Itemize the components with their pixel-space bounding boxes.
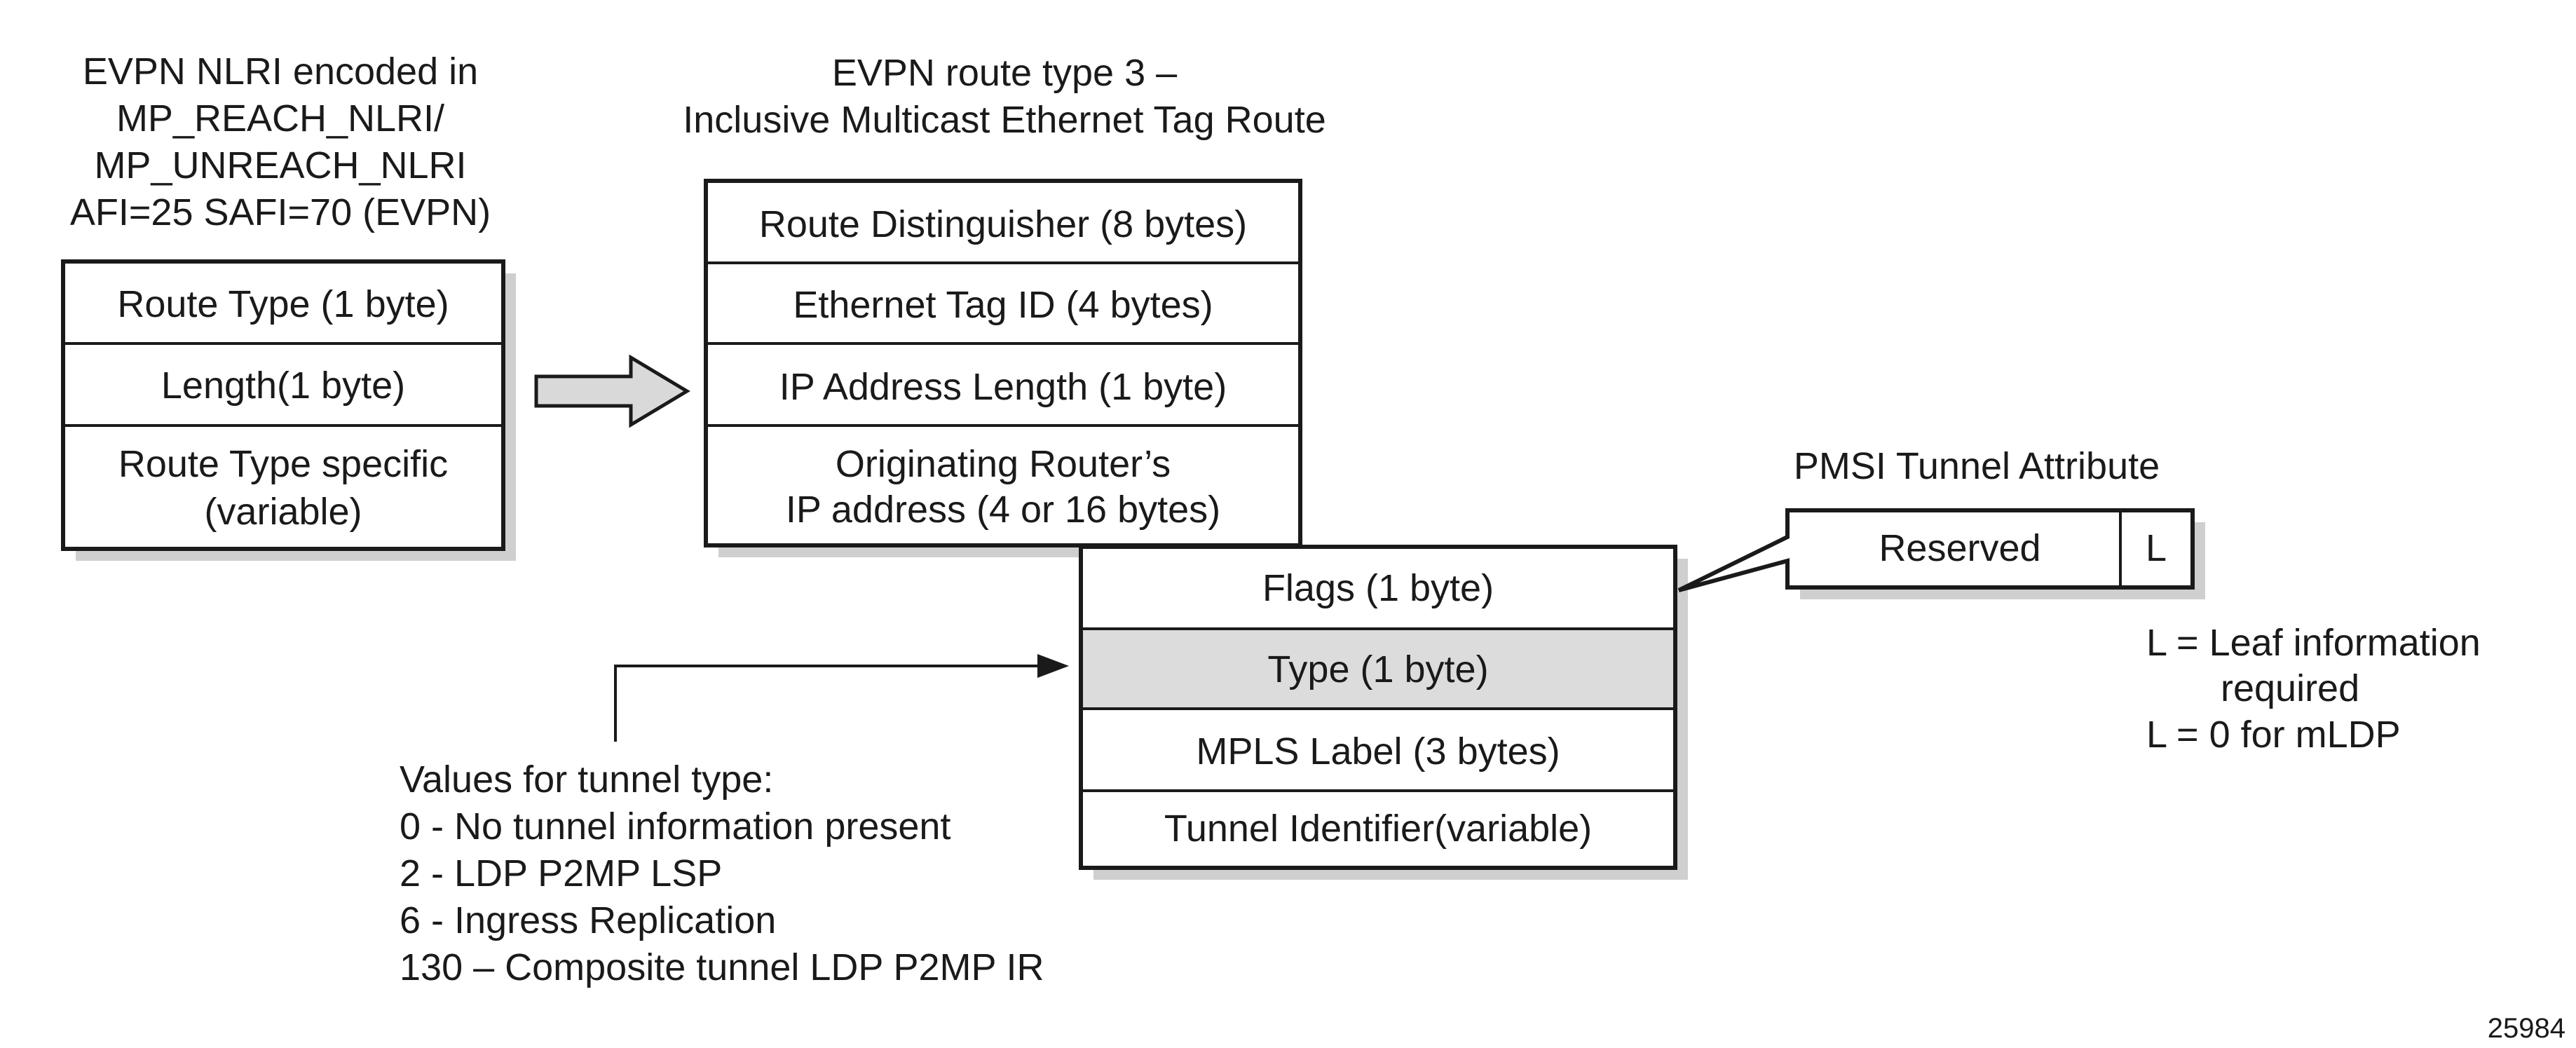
route-type3-caption-line: Inclusive Multicast Ethernet Tag Route (683, 99, 1326, 141)
callout-outline (1677, 508, 2195, 592)
route-type3-caption: EVPN route type 3 – Inclusive Multicast … (683, 52, 1326, 141)
nlri-caption-line: AFI=25 SAFI=70 (EVPN) (70, 191, 491, 233)
highlighted-field-background (1083, 629, 1673, 709)
tunnel-type-pointer (614, 654, 1069, 742)
flags-callout: Reserved L (1677, 508, 2205, 599)
route-type3-box: Route Distinguisher (8 bytes) Ethernet T… (704, 179, 1302, 557)
figure-id: 25984 (2488, 1013, 2565, 1044)
nlri-caption-line: MP_UNREACH_NLRI (94, 144, 466, 186)
arrowhead-icon (1037, 654, 1069, 678)
field-mpls-label: MPLS Label (3 bytes) (1196, 730, 1560, 773)
tunnel-type-item: 6 - Ingress Replication (400, 899, 776, 941)
nlri-caption-line: EVPN NLRI encoded in (83, 50, 478, 93)
leaf-legend: L = Leaf information required L = 0 for … (2146, 622, 2481, 756)
box-outline (704, 179, 1302, 547)
field-route-distinguisher: Route Distinguisher (8 bytes) (759, 203, 1247, 245)
box-outline (61, 259, 505, 551)
nlri-format-box: Route Type (1 byte) Length(1 byte) Route… (61, 259, 516, 561)
field-ip-address-length: IP Address Length (1 byte) (779, 366, 1227, 408)
field-route-type-specific: (variable) (204, 491, 362, 533)
tunnel-type-item: 130 – Composite tunnel LDP P2MP IR (400, 946, 1044, 988)
legend-line: L = Leaf information (2146, 622, 2481, 664)
field-route-type: Route Type (1 byte) (117, 283, 449, 325)
route-type3-caption-line: EVPN route type 3 – (832, 52, 1177, 94)
tunnel-type-item: 0 - No tunnel information present (400, 805, 950, 848)
field-route-type-specific: Route Type specific (118, 443, 448, 485)
field-ethernet-tag-id: Ethernet Tag ID (4 bytes) (793, 284, 1213, 326)
legend-line: required (2221, 667, 2359, 709)
block-arrow-right-icon (534, 354, 690, 428)
field-originating-router-ip: IP address (4 or 16 bytes) (786, 489, 1220, 531)
field-leaf-flag: L (2146, 527, 2167, 569)
tunnel-type-item: 2 - LDP P2MP LSP (400, 852, 722, 894)
legend-line: L = 0 for mLDP (2146, 714, 2401, 756)
field-type: Type (1 byte) (1267, 648, 1488, 690)
field-flags: Flags (1 byte) (1262, 567, 1494, 609)
field-length: Length(1 byte) (161, 365, 405, 407)
pmsi-box: Flags (1 byte) Type (1 byte) MPLS Label … (1079, 545, 1688, 880)
tunnel-types-heading: Values for tunnel type: (400, 758, 773, 801)
field-tunnel-identifier: Tunnel Identifier(variable) (1164, 808, 1592, 850)
pmsi-attribute-caption: PMSI Tunnel Attribute (1794, 445, 2160, 487)
tunnel-type-values: Values for tunnel type: 0 - No tunnel in… (400, 758, 1044, 988)
pointer-line (614, 665, 1037, 742)
nlri-caption-line: MP_REACH_NLRI/ (116, 97, 444, 139)
nlri-caption: EVPN NLRI encoded in MP_REACH_NLRI/ MP_U… (70, 50, 491, 233)
field-reserved: Reserved (1879, 527, 2040, 569)
field-originating-router-ip: Originating Router’s (836, 443, 1171, 485)
